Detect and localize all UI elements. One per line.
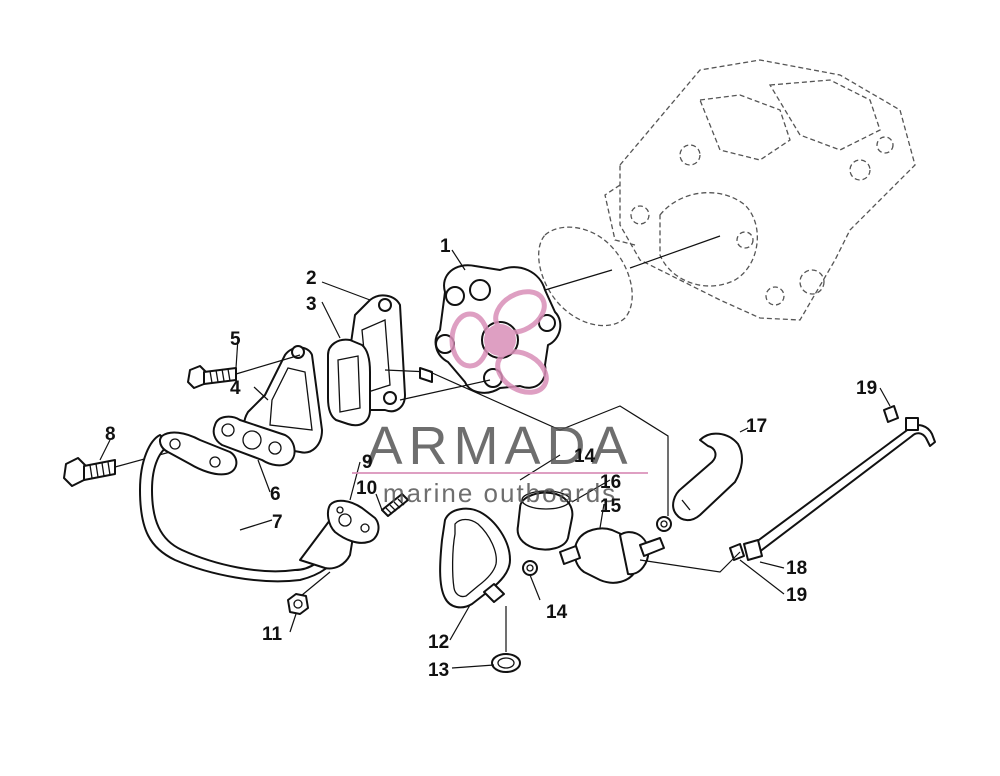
part-15-check-valve (559, 527, 665, 584)
part-7-pipe (139, 431, 356, 601)
callout-7: 7 (272, 512, 283, 533)
watermark-brand: ARMADA (366, 416, 633, 476)
engine-block-outline (604, 59, 916, 321)
part-9-small-gasket (326, 499, 380, 544)
callout-3: 3 (306, 294, 317, 315)
callout-17: 17 (746, 416, 767, 437)
part-19-clip-upper (879, 387, 899, 423)
callout-10: 10 (356, 478, 377, 499)
part-3-gasket (327, 338, 371, 427)
part-12-hose (439, 507, 511, 609)
engine-leader (629, 235, 721, 269)
part-14-clip-upper (656, 516, 672, 532)
callout-19-lower: 19 (786, 585, 807, 606)
callout-13: 13 (428, 660, 449, 681)
part-5-bolt (187, 354, 301, 389)
dowel-pin (419, 367, 433, 383)
callout-11: 11 (262, 624, 283, 645)
flower-icon (449, 289, 549, 395)
part-13-clamp (491, 606, 521, 673)
gasket-leader (544, 269, 613, 291)
callout-12: 12 (428, 632, 449, 653)
gasket-outline (538, 226, 633, 327)
callout-16: 16 (600, 472, 621, 493)
callout-14-lower: 14 (546, 602, 568, 623)
callout-2: 2 (306, 268, 317, 289)
part-14-clip-lower (522, 560, 541, 601)
callout-9: 9 (362, 452, 373, 473)
assembly-leader (429, 371, 669, 516)
callout-19-upper: 19 (856, 378, 877, 399)
watermark-rule (352, 472, 648, 474)
callout-14-upper: 14 (574, 446, 596, 467)
callout-1: 1 (440, 236, 451, 257)
part-18-pipe (743, 417, 936, 569)
watermark-tagline: marine outboards (383, 478, 617, 508)
part-11-nut (287, 593, 309, 615)
part-16-filter-sleeve (516, 490, 574, 551)
callout-4: 4 (230, 378, 241, 399)
part-19-clip-lower (729, 543, 785, 595)
callout-6: 6 (270, 484, 281, 505)
callout-leaders (99, 249, 611, 669)
callout-8: 8 (105, 424, 116, 445)
part-6-flange-gasket (212, 415, 296, 467)
watermark-logo: ARMADA marine outboards (352, 289, 648, 508)
part-17-hose (672, 427, 749, 522)
callout-18: 18 (786, 558, 807, 579)
part-10-stud (375, 493, 409, 517)
callout-5: 5 (230, 329, 241, 350)
part-8-bolt (63, 451, 171, 487)
callout-15: 15 (600, 496, 622, 517)
callout-labels: 1 2 3 4 5 6 7 8 9 10 11 12 13 14 14 15 1… (105, 236, 877, 681)
